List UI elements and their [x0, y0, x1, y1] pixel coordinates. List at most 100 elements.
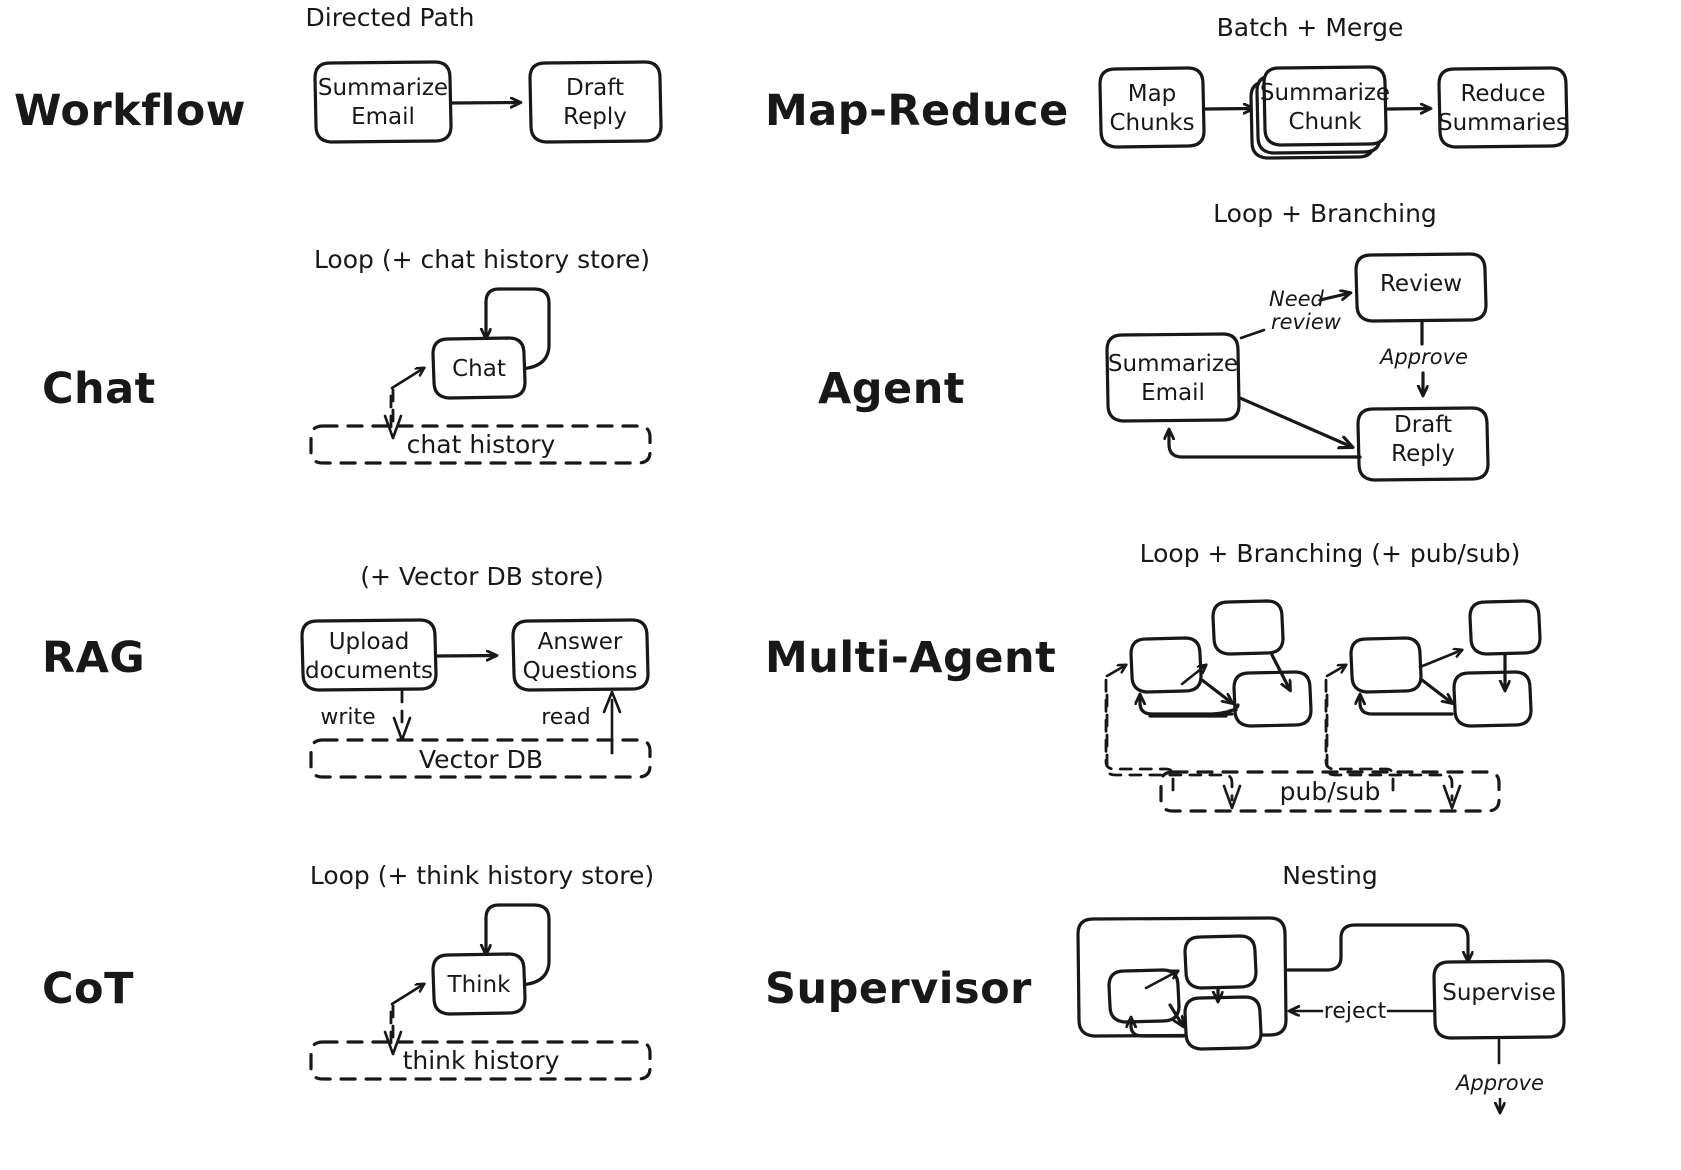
- edge-label-reject: reject: [1324, 999, 1387, 1024]
- node-label-line1: Summarize: [1108, 351, 1238, 377]
- store-label: think history: [403, 1046, 560, 1075]
- edge-a-feedback: [1140, 695, 1234, 716]
- row-label-cot: CoT: [42, 964, 134, 1014]
- node-cluster-b-top[interactable]: [1468, 599, 1542, 656]
- node-label-line1: Draft: [566, 75, 624, 101]
- node-supervisor-inner-left[interactable]: [1107, 968, 1181, 1024]
- node-label-line2: Reply: [563, 104, 627, 130]
- node-chat[interactable]: Chat: [431, 336, 527, 400]
- node-cluster-a-left[interactable]: [1129, 636, 1203, 694]
- store-label: pub/sub: [1280, 777, 1381, 806]
- node-label-line1: Summarize: [1260, 80, 1390, 106]
- store-label: chat history: [407, 430, 556, 459]
- edge-b-left-top: [1418, 650, 1462, 669]
- edge-label-approve: Approve: [1378, 345, 1468, 369]
- node-supervise[interactable]: Supervise: [1432, 959, 1566, 1040]
- edge-container-to-supervise: [1286, 923, 1468, 972]
- node-label-line1: Reduce: [1460, 81, 1545, 107]
- node-map-chunks[interactable]: Map Chunks: [1098, 66, 1206, 149]
- node-supervisor-inner-top[interactable]: [1183, 934, 1258, 990]
- self-loop-cot: [486, 903, 551, 987]
- node-think[interactable]: Think: [431, 952, 527, 1016]
- edge-a-subscribe-arrow: [1105, 665, 1126, 678]
- pattern-map-reduce: Map-Reduce Batch + Merge Map Chunks Summ…: [765, 13, 1569, 160]
- node-summarize-email[interactable]: Summarize Email: [313, 60, 453, 144]
- arrowhead-rag-read: [602, 690, 622, 714]
- store-think-history: think history: [309, 1040, 652, 1081]
- caption-multi-agent: Loop + Branching (+ pub/sub): [1140, 539, 1521, 568]
- node-cluster-a-right[interactable]: [1232, 670, 1313, 728]
- node-draft-reply[interactable]: Draft Reply: [528, 60, 663, 144]
- node-cluster-b-left[interactable]: [1349, 636, 1423, 694]
- node-agent-review[interactable]: Review: [1354, 252, 1488, 323]
- edge-rag-1: [436, 656, 496, 657]
- arrowhead-cot-down: [383, 1030, 403, 1056]
- caption-supervisor: Nesting: [1282, 861, 1378, 890]
- row-label-supervisor: Supervisor: [765, 964, 1032, 1014]
- edge-b-subscribe-arrow: [1325, 665, 1346, 678]
- edge-mr-2: [1386, 109, 1430, 110]
- node-agent-summarize-email[interactable]: Summarize Email: [1105, 332, 1241, 423]
- pattern-rag: RAG (+ Vector DB store) Upload documents…: [42, 562, 652, 779]
- edge-b-left-right: [1420, 678, 1452, 703]
- node-label-line2: Email: [351, 104, 415, 130]
- edge-workflow-1: [450, 103, 520, 104]
- edge-mr-1: [1204, 109, 1253, 110]
- edge-b-feedback: [1360, 695, 1454, 716]
- edge-cot-store-in-b: [390, 984, 424, 1006]
- edge-sup-left-top: [1144, 971, 1178, 990]
- node-answer-questions[interactable]: Answer Questions: [511, 618, 650, 692]
- node-label: Chat: [452, 356, 506, 382]
- pattern-agent: Agent Loop + Branching Summarize Email N…: [818, 199, 1490, 482]
- edge-b-publish: [1325, 693, 1454, 802]
- node-label: Think: [447, 972, 512, 998]
- row-label-multi-agent: Multi-Agent: [765, 633, 1056, 683]
- node-upload-documents[interactable]: Upload documents: [300, 618, 438, 692]
- node-agent-draft-reply[interactable]: Draft Reply: [1356, 406, 1490, 482]
- edge-a-publish: [1105, 693, 1234, 802]
- edge-agent-to-review: [1318, 293, 1350, 302]
- agent-cluster-b: [1324, 599, 1542, 810]
- edge-a-top-right: [1270, 653, 1290, 690]
- row-label-chat: Chat: [42, 364, 156, 414]
- store-chat-history: chat history: [309, 424, 652, 465]
- node-label-line1: Draft: [1394, 412, 1452, 438]
- agent-cluster-a: [1104, 599, 1313, 810]
- caption-map-reduce: Batch + Merge: [1217, 13, 1404, 42]
- row-label-agent: Agent: [818, 364, 965, 414]
- pattern-supervisor: Supervisor Nesting Supervise: [765, 861, 1566, 1112]
- edge-agent-need-review-stub: [1239, 328, 1266, 340]
- node-label-line2: Chunk: [1288, 109, 1362, 135]
- edge-sup-inner-feedback: [1131, 1018, 1186, 1038]
- edge-a-feedback-join: [1148, 703, 1240, 718]
- edge-a-left-right: [1200, 678, 1232, 703]
- node-reduce-summaries[interactable]: Reduce Summaries: [1437, 66, 1569, 149]
- node-label-line2: Summaries: [1438, 110, 1568, 136]
- node-supervisor-inner-bottom[interactable]: [1183, 995, 1263, 1051]
- store-label: Vector DB: [419, 745, 543, 774]
- node-label-line1: Upload: [329, 629, 410, 655]
- node-label: Supervise: [1442, 980, 1556, 1006]
- pattern-workflow: Workflow Directed Path Summarize Email D…: [14, 3, 663, 144]
- pattern-chat: Chat Loop (+ chat history store) Chat ch…: [42, 245, 652, 465]
- node-label-line2: Email: [1141, 380, 1205, 406]
- arrowhead-b-publish: [1442, 784, 1462, 810]
- edge-label-approve: Approve: [1454, 1071, 1544, 1095]
- edge-a-left-top: [1180, 665, 1206, 686]
- node-label-line2: Questions: [523, 658, 638, 684]
- caption-workflow: Directed Path: [306, 3, 475, 32]
- node-label-line2: documents: [305, 658, 433, 684]
- row-label-map-reduce: Map-Reduce: [765, 86, 1069, 136]
- node-cluster-b-right[interactable]: [1452, 670, 1533, 728]
- self-loop-chat: [486, 287, 551, 371]
- node-cluster-a-top[interactable]: [1211, 599, 1285, 656]
- node-summarize-chunk-stack[interactable]: Summarize Chunk: [1249, 65, 1390, 160]
- caption-chat: Loop (+ chat history store): [314, 245, 650, 274]
- node-label: Review: [1380, 271, 1462, 297]
- row-label-workflow: Workflow: [14, 86, 246, 136]
- arrowhead-chat-down: [383, 414, 403, 440]
- node-label-line1: Map: [1128, 81, 1177, 107]
- store-vector-db: Vector DB: [309, 738, 652, 779]
